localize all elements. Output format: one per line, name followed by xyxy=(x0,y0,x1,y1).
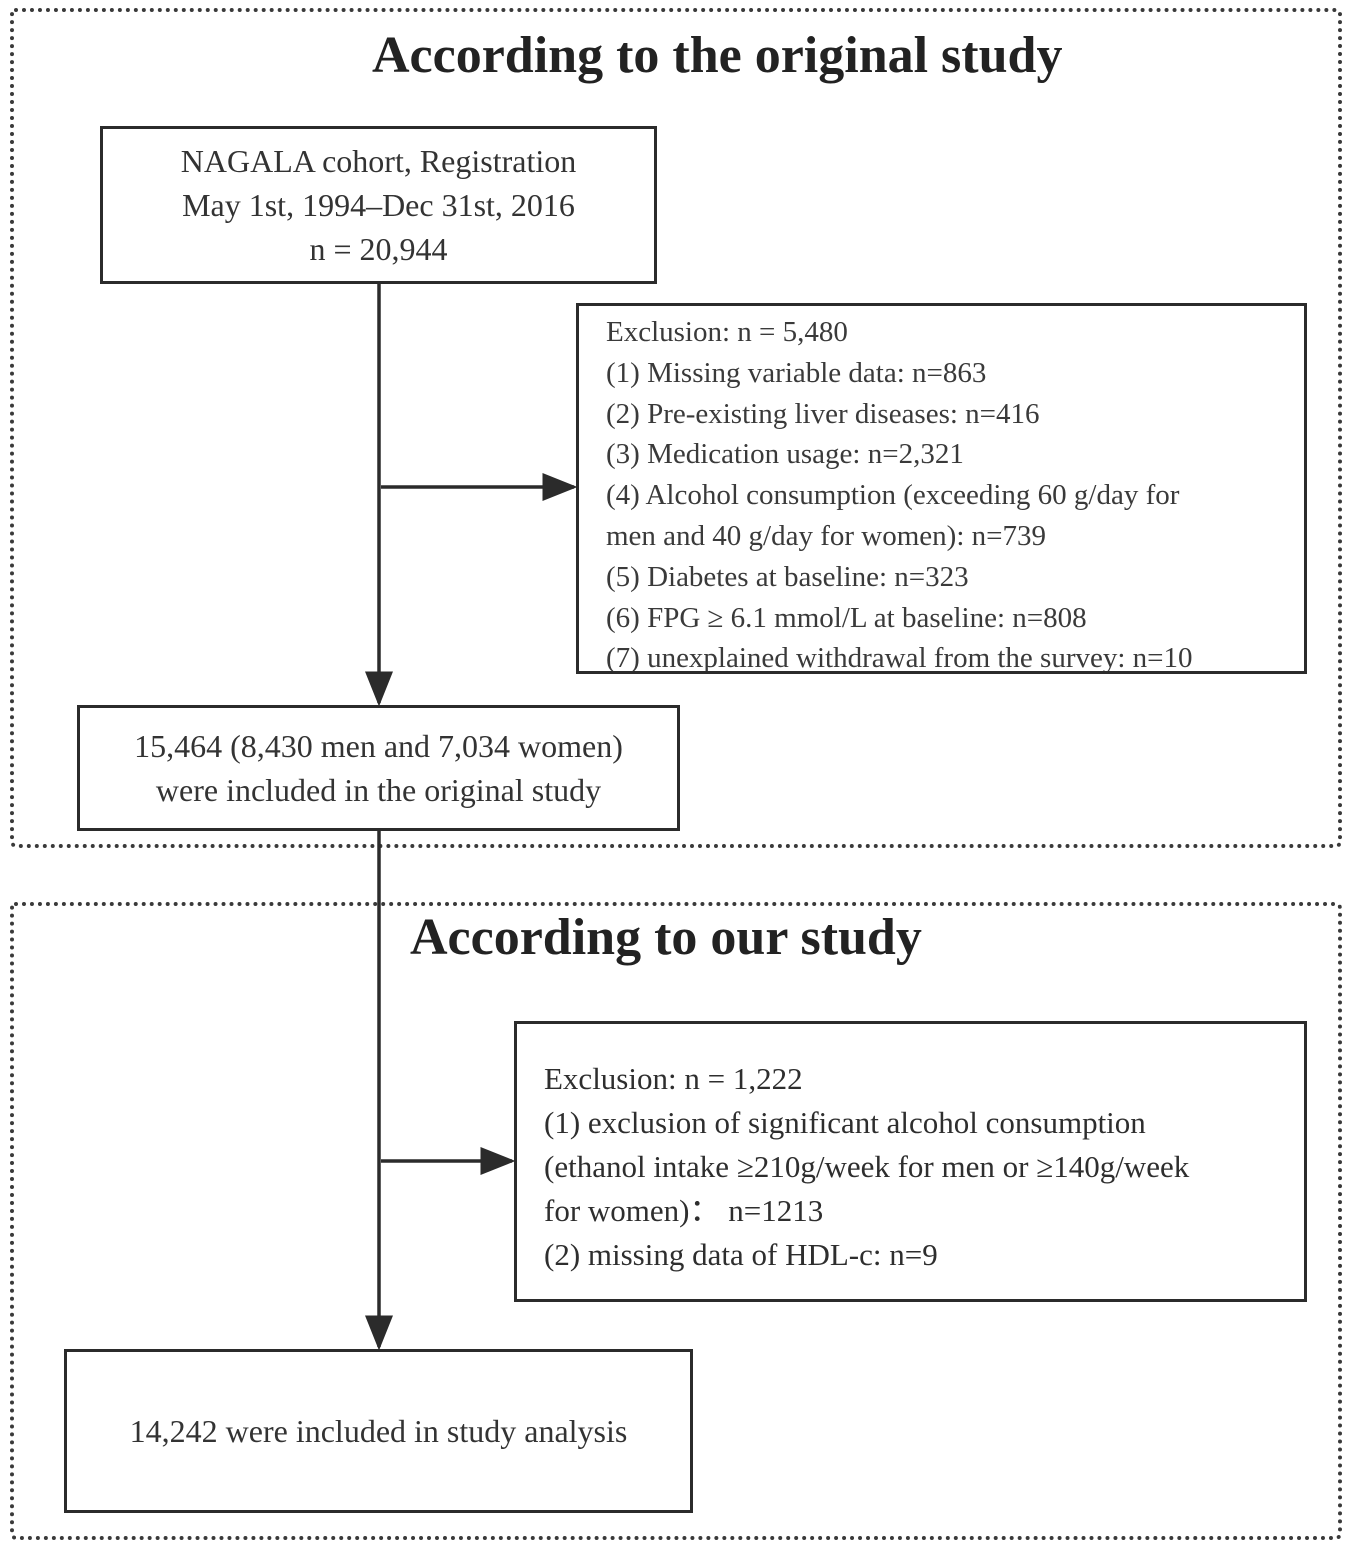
our-study-title: According to our study xyxy=(410,909,922,966)
included-original-line-2: were included in the original study xyxy=(155,772,602,808)
included-original-box: 15,464 (8,430 men and 7,034 women) were … xyxy=(77,705,680,831)
exclusion-original-total: Exclusion: n = 5,480 xyxy=(606,316,848,348)
cohort-box: NAGALA cohort, Registration May 1st, 199… xyxy=(100,126,657,284)
exclusion-original-item-3: (3) Medication usage: n=2,321 xyxy=(606,438,964,471)
final-analysis-box: 14,242 were included in study analysis xyxy=(64,1349,693,1513)
exclusion-original-item-4: (4) Alcohol consumption (exceeding 60 g/… xyxy=(606,479,1180,512)
exclusion-ours-item-1: (1) exclusion of significant alcohol con… xyxy=(544,1105,1146,1140)
exclusion-ours-item-1-cont: (ethanol intake ≥210g/week for men or ≥1… xyxy=(544,1149,1190,1184)
exclusion-ours-item-2: (2) missing data of HDL-c: n=9 xyxy=(544,1237,938,1272)
exclusion-original-item-2: (2) Pre-existing liver diseases: n=416 xyxy=(606,397,1040,430)
exclusion-original-item-4-cont: men and 40 g/day for women): n=739 xyxy=(606,519,1046,552)
included-original-line-1: 15,464 (8,430 men and 7,034 women) xyxy=(134,728,623,764)
our-study-section xyxy=(10,902,1342,1540)
exclusion-original-item-1: (1) Missing variable data: n=863 xyxy=(606,356,987,389)
final-analysis-text: 14,242 were included in study analysis xyxy=(129,1413,628,1449)
exclusion-ours-total: Exclusion: n = 1,222 xyxy=(544,1061,803,1096)
cohort-line-3: n = 20,944 xyxy=(309,231,448,267)
exclusion-original-item-7: (7) unexplained withdrawal from the surv… xyxy=(606,642,1193,674)
exclusion-original-item-6: (6) FPG ≥ 6.1 mmol/L at baseline: n=808 xyxy=(606,601,1087,634)
exclusion-original-box: Exclusion: n = 5,480 (1) Missing variabl… xyxy=(576,303,1307,674)
original-study-title: According to the original study xyxy=(372,27,1063,84)
exclusion-ours-item-1-count: for women)： n=1213 xyxy=(544,1193,824,1228)
original-study-section xyxy=(10,8,1342,848)
exclusion-ours-box: Exclusion: n = 1,222 (1) exclusion of si… xyxy=(514,1021,1307,1302)
cohort-line-2: May 1st, 1994–Dec 31st, 2016 xyxy=(182,187,575,223)
exclusion-original-item-5: (5) Diabetes at baseline: n=323 xyxy=(606,560,969,593)
cohort-line-1: NAGALA cohort, Registration xyxy=(180,143,577,179)
